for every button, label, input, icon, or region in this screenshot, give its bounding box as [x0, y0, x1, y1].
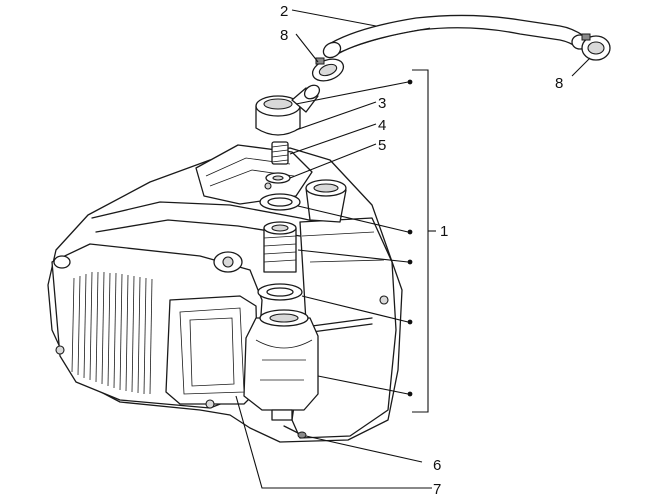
callout-7: 7 — [433, 481, 441, 498]
callout-8-left: 8 — [280, 27, 288, 44]
screw — [283, 425, 307, 439]
threaded-sleeve — [263, 221, 297, 273]
leader-lines — [235, 9, 591, 489]
o-ring-lower — [257, 283, 303, 301]
callout-4: 4 — [378, 117, 386, 134]
callout-1: 1 — [440, 223, 448, 240]
callout-5: 5 — [378, 137, 386, 154]
cooling-fins — [71, 271, 153, 395]
callout-8-right: 8 — [555, 75, 563, 92]
hose-clamp-right — [581, 33, 611, 61]
engine-block — [47, 144, 403, 443]
washer — [265, 172, 291, 184]
callout-2: 2 — [280, 3, 288, 20]
breather-cap — [255, 84, 321, 136]
breather-hose — [322, 14, 589, 59]
spring — [271, 141, 289, 165]
hose-clamp-left — [311, 57, 345, 82]
callout-6: 6 — [433, 457, 441, 474]
o-ring-upper — [259, 193, 301, 211]
callout-3: 3 — [378, 95, 386, 112]
breather-box — [243, 309, 319, 421]
